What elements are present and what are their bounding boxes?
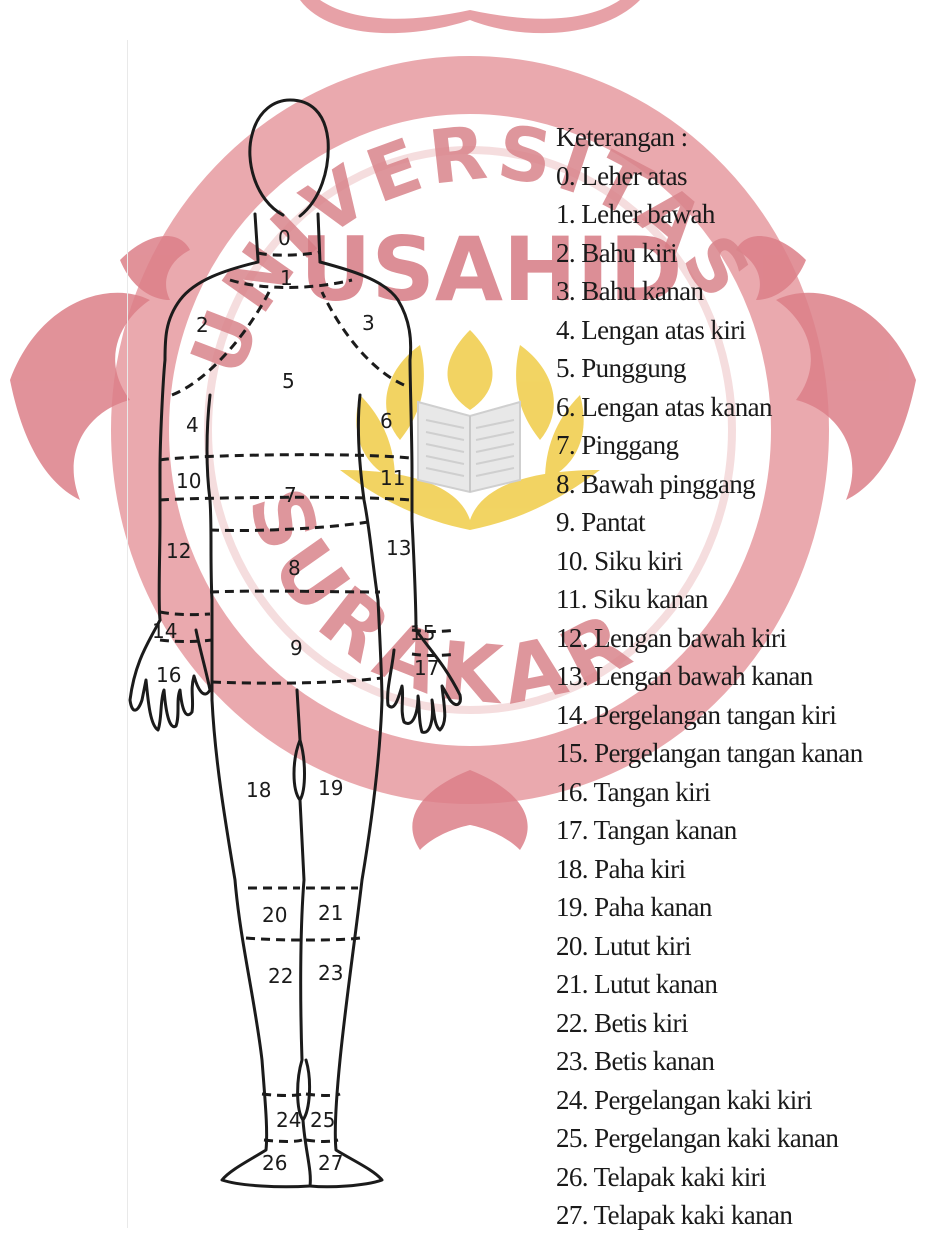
legend-item: 5. Punggung — [556, 349, 921, 388]
region-label-26: 26 — [262, 1151, 287, 1175]
region-label-24: 24 — [276, 1108, 301, 1132]
region-label-8: 8 — [288, 556, 301, 580]
region-label-14: 14 — [152, 619, 177, 643]
region-label-4: 4 — [186, 413, 199, 437]
legend-item: 18. Paha kiri — [556, 850, 921, 889]
region-label-12: 12 — [166, 539, 191, 563]
legend-item: 9. Pantat — [556, 503, 921, 542]
region-label-22: 22 — [268, 964, 293, 988]
legend-item: 7. Pinggang — [556, 426, 921, 465]
legend-item: 16. Tangan kiri — [556, 773, 921, 812]
legend-item: 3. Bahu kanan — [556, 272, 921, 311]
legend-item: 17. Tangan kanan — [556, 811, 921, 850]
legend-item: 24. Pergelangan kaki kiri — [556, 1081, 921, 1120]
region-label-23: 23 — [318, 961, 343, 985]
region-label-6: 6 — [380, 409, 393, 433]
legend-item: 2. Bahu kiri — [556, 234, 921, 273]
region-label-11: 11 — [380, 466, 405, 490]
legend-item: 25. Pergelangan kaki kanan — [556, 1119, 921, 1158]
legend-item: 12. Lengan bawah kiri — [556, 619, 921, 658]
legend-item: 11. Siku kanan — [556, 580, 921, 619]
legend-item: 21. Lutut kanan — [556, 965, 921, 1004]
legend-item: 1. Leher bawah — [556, 195, 921, 234]
legend-item: 15. Pergelangan tangan kanan — [556, 734, 921, 773]
region-label-7: 7 — [284, 483, 297, 507]
legend-item: 20. Lutut kiri — [556, 927, 921, 966]
region-label-13: 13 — [386, 536, 411, 560]
region-label-19: 19 — [318, 776, 343, 800]
region-label-18: 18 — [246, 778, 271, 802]
region-label-15: 15 — [410, 621, 435, 645]
legend-item: 27. Telapak kaki kanan — [556, 1196, 921, 1235]
legend-item: 13. Lengan bawah kanan — [556, 657, 921, 696]
region-label-10: 10 — [176, 469, 201, 493]
legend-item: 22. Betis kiri — [556, 1004, 921, 1043]
legend-item: 23. Betis kanan — [556, 1042, 921, 1081]
region-label-3: 3 — [362, 311, 375, 335]
legend-item: 4. Lengan atas kiri — [556, 311, 921, 350]
legend-title: Keterangan : — [556, 118, 921, 157]
region-label-9: 9 — [290, 636, 303, 660]
region-label-17: 17 — [414, 656, 439, 680]
region-label-21: 21 — [318, 901, 343, 925]
page-edge-rule — [127, 40, 128, 1228]
region-label-2: 2 — [196, 313, 209, 337]
region-label-16: 16 — [156, 663, 181, 687]
region-label-1: 1 — [280, 266, 293, 290]
legend-item: 8. Bawah pinggang — [556, 465, 921, 504]
region-label-5: 5 — [282, 369, 295, 393]
legend-item: 26. Telapak kaki kiri — [556, 1158, 921, 1197]
legend-item: 19. Paha kanan — [556, 888, 921, 927]
region-label-20: 20 — [262, 903, 287, 927]
legend-item: 6. Lengan atas kanan — [556, 388, 921, 427]
legend-item: 0. Leher atas — [556, 157, 921, 196]
region-label-27: 27 — [318, 1151, 343, 1175]
legend-item: 14. Pergelangan tangan kiri — [556, 696, 921, 735]
legend: Keterangan : 0. Leher atas 1. Leher bawa… — [556, 118, 921, 1235]
legend-item: 10. Siku kiri — [556, 542, 921, 581]
region-label-25: 25 — [310, 1108, 335, 1132]
region-label-0: 0 — [278, 226, 291, 250]
